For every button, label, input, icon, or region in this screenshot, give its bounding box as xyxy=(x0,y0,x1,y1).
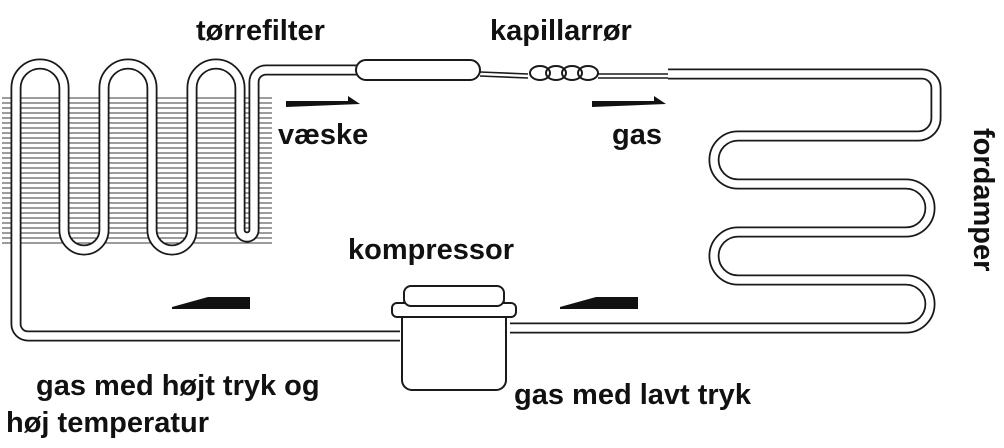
label-tørrefilter: tørrefilter xyxy=(196,15,325,47)
condenser-coil xyxy=(10,58,360,256)
label-gas: gas xyxy=(612,119,662,151)
label-high-pressure-1: gas med højt tryk og xyxy=(36,370,320,402)
label-low-pressure: gas med lavt tryk xyxy=(514,379,752,411)
label-kapillarrør: kapillarrør xyxy=(490,15,632,47)
label-fordamper: fordamper xyxy=(967,128,999,271)
capillary-tube-coil xyxy=(529,65,599,81)
arrow-right-icon xyxy=(592,96,666,107)
compressor xyxy=(391,285,517,391)
discharge-line xyxy=(10,226,400,342)
label-kompressor: kompressor xyxy=(348,234,514,266)
condenser-fins xyxy=(2,97,272,244)
label-væske: væske xyxy=(278,119,368,151)
arrow-right-icon xyxy=(286,96,360,107)
label-high-pressure-2: høj temperatur xyxy=(6,407,209,439)
capillary-line-in xyxy=(479,71,529,75)
filter-drier xyxy=(355,59,481,81)
capillary-line-in-2 xyxy=(479,75,529,79)
arrow-left-icon xyxy=(560,297,638,309)
arrow-left-icon xyxy=(172,297,250,309)
evaporator-coil xyxy=(510,68,942,334)
